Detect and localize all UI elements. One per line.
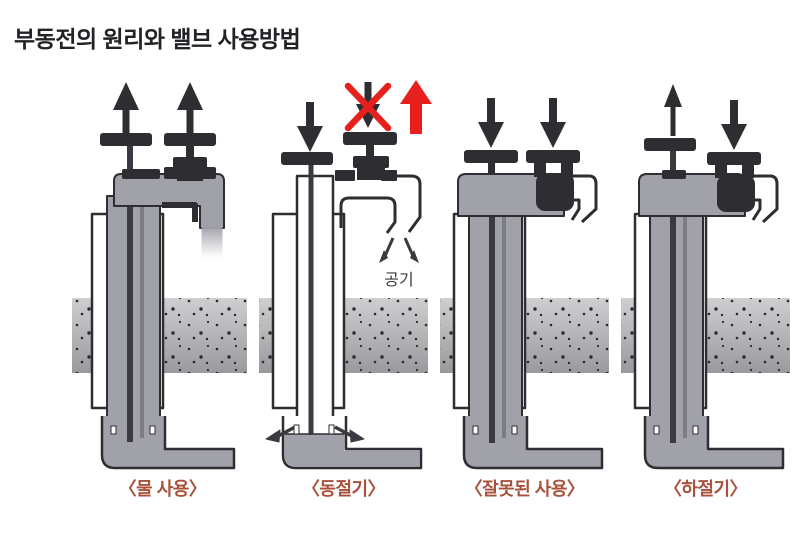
ground (72, 298, 247, 373)
diagram-panels: 〈물 사용〉 (72, 78, 800, 501)
operating-rod (127, 146, 133, 442)
riser-pipe (649, 195, 704, 424)
down-arrow-icon (478, 98, 504, 148)
panel-wrong-use: 〈잘못된 사용〉 (434, 78, 615, 501)
valve-seat (335, 170, 355, 181)
drain-port (293, 424, 300, 435)
operating-rod (308, 165, 314, 435)
rod-stripe (502, 202, 506, 438)
water-stream (201, 226, 223, 258)
lift-handle-up (644, 138, 696, 151)
spout-pipe-outline (339, 174, 422, 234)
rod-stripe (683, 202, 687, 438)
spout-valve-closed (707, 152, 761, 212)
drain-elbow (643, 416, 785, 470)
spout-valve-open (343, 132, 397, 180)
winter-diagram: 공기 (259, 80, 432, 470)
operating-rod (489, 163, 495, 443)
ground (621, 298, 790, 373)
drain-elbow (462, 416, 604, 470)
ground (259, 298, 428, 373)
slim-up-arrow-icon (664, 84, 682, 136)
spout-inner-edge (162, 202, 198, 222)
wrong-use-diagram (440, 98, 609, 470)
rod-gland (122, 169, 160, 179)
spout-valve (164, 133, 216, 181)
air-label: 공기 (384, 271, 413, 289)
panel-caption: 〈물 사용〉 (118, 479, 207, 499)
riser-pipe-empty (295, 174, 335, 428)
down-arrow-icon (540, 98, 566, 148)
drain-port (472, 425, 479, 435)
up-arrow-icon (177, 82, 203, 133)
drain-port (692, 425, 699, 435)
drain-port (511, 425, 518, 435)
riser-pipe (468, 195, 523, 424)
drain-port (149, 425, 156, 435)
red-up-arrow-icon (400, 80, 432, 134)
red-x-icon (344, 82, 392, 132)
lift-handle-down (464, 150, 518, 175)
spout-valve-closed (526, 150, 580, 211)
lift-handle (100, 133, 152, 146)
riser-pipe (106, 195, 161, 424)
panel-caption: 〈동절기〉 (301, 479, 386, 499)
water-use-diagram (72, 82, 247, 470)
up-arrow-icon (113, 82, 139, 133)
drain-port (110, 425, 117, 435)
panel-summer: 〈하절기〉 (615, 78, 796, 501)
faucet-head (113, 173, 225, 229)
ground (440, 298, 609, 373)
panel-caption: 〈하절기〉 (663, 479, 748, 499)
drain-port (328, 424, 335, 435)
air-arrows-icon (379, 237, 419, 263)
residual-water (284, 434, 420, 467)
page-title: 부동전의 원리와 밸브 사용방법 (14, 26, 301, 52)
page: 부동전의 원리와 밸브 사용방법 (0, 20, 800, 553)
panel-caption: 〈잘못된 사용〉 (464, 479, 585, 499)
rod-gland (662, 170, 686, 179)
rod-stripe (140, 202, 144, 438)
drain-elbow (100, 416, 236, 470)
panel-winter: 공기 〈동절기〉 (253, 78, 434, 501)
down-arrow-icon (297, 102, 323, 152)
summer-diagram (621, 84, 790, 470)
operating-rod (670, 151, 676, 443)
panel-water-use: 〈물 사용〉 (72, 78, 253, 501)
drain-port (653, 425, 660, 435)
lift-handle-down (281, 152, 333, 165)
down-arrow-icon (721, 100, 747, 150)
